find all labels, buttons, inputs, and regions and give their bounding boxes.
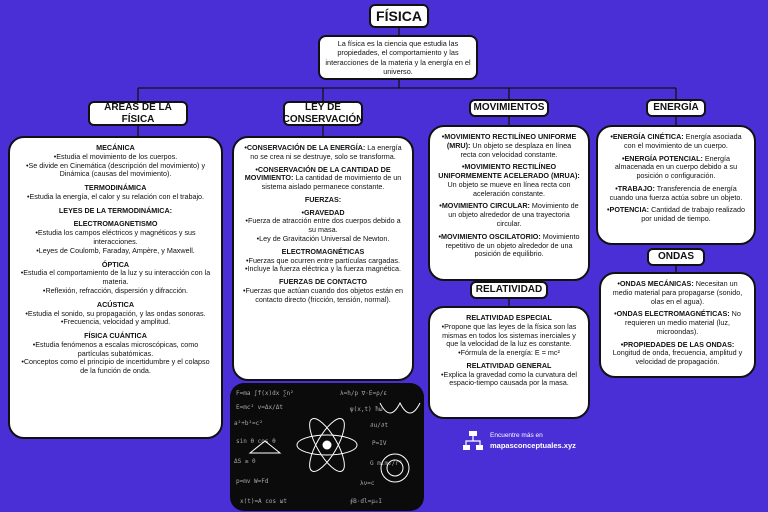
cinetica-text: Energía asociada con el movimiento de un… xyxy=(624,132,742,150)
mrua-label: •MOVIMIENTO RECTILÍNEO UNIFORMEMENTE ACE… xyxy=(438,162,580,181)
brand-footer[interactable]: Encuentre más en mapasconceptuales.xyz xyxy=(462,430,582,456)
ley-energia-text: La energía no se crea ni se destruye, so… xyxy=(250,143,402,161)
area-electro-title: ELECTROMAGNETISMO xyxy=(73,219,158,229)
brand-line1: Encuentre más en xyxy=(490,432,543,439)
area-acustica-1: •Estudia el sonido, su propagación, y la… xyxy=(25,308,206,318)
area-termo-1: •Estudia la energía, el calor y su relac… xyxy=(26,191,205,201)
cinetica-label: •ENERGÍA CINÉTICA: xyxy=(610,132,684,141)
formulas-illustration: F=ma ∫f(x)dx ∑n² λ=h/p ∇·E=ρ/ε E=mc² v=Δ… xyxy=(234,389,421,505)
area-mecanica-1: •Estudia el movimiento de los cuerpos. xyxy=(53,151,178,161)
svg-text:p=mv W=Fd: p=mv W=Fd xyxy=(236,478,269,485)
gravedad-title: •GRAVEDAD xyxy=(301,207,345,217)
svg-text:sin θ cos θ: sin θ cos θ xyxy=(236,438,276,445)
area-optica-title: ÓPTICA xyxy=(101,259,130,269)
gravedad-2: •Ley de Gravitación Universal de Newton. xyxy=(256,234,390,244)
area-termo-title: TERMODINÁMICA xyxy=(84,183,147,193)
ondas-prop-label: •PROPIEDADES DE LAS ONDAS: xyxy=(620,339,735,349)
ondas-prop-text: Longitud de onda, frecuencia, amplitud y… xyxy=(612,348,743,367)
area-acustica-title: ACÚSTICA xyxy=(96,299,135,309)
area-electro-2: •Leyes de Coulomb, Faraday, Ampère, y Ma… xyxy=(36,245,195,255)
card-energia: •ENERGÍA CINÉTICA: Energía asociada con … xyxy=(596,125,756,245)
svg-text:ΔS ≥ 0: ΔS ≥ 0 xyxy=(234,458,256,465)
trabajo-text: Transferencia de energía cuando una fuer… xyxy=(609,183,743,202)
contacto-1: •Fuerzas que actúan cuando dos objetos e… xyxy=(243,285,403,304)
area-mecanica-title: MECÁNICA xyxy=(96,143,135,152)
ondas-mecanicas-label: •ONDAS MECÁNICAS: xyxy=(617,279,694,288)
potencial-label: •ENERGÍA POTENCIAL: xyxy=(621,153,703,163)
area-optica-2: •Reflexión, refracción, dispersión y dif… xyxy=(42,285,189,295)
contacto-title: FUERZAS DE CONTACTO xyxy=(279,277,367,287)
oscilatorio-text: Movimiento repetitivo de un objeto alred… xyxy=(445,231,580,259)
electromagneticas-title: ELECTROMAGNÉTICAS xyxy=(281,246,365,256)
ondas-em-text: No requieren un medio material (luz, mic… xyxy=(624,309,741,336)
area-mecanica-2: •Se divide en Cinemática (descripción de… xyxy=(25,160,206,179)
relatividad-especial-1: •Propone que las leyes de la física son … xyxy=(441,321,577,349)
header-ondas: ONDAS xyxy=(647,248,705,266)
svg-text:a²+b²=c²: a²+b²=c² xyxy=(234,420,263,427)
header-areas: ÁREAS DE LA FÍSICA xyxy=(88,101,188,126)
mrua-text: Un objeto se mueve en línea recta con ac… xyxy=(447,179,571,198)
area-optica-1: •Estudia el comportamiento de la luz y s… xyxy=(20,268,211,287)
svg-text:∮B·dl=μ₀I: ∮B·dl=μ₀I xyxy=(350,498,382,505)
card-ondas: •ONDAS MECÁNICAS: Necesitan un medio mat… xyxy=(599,272,756,378)
area-acustica-2: •Frecuencia, velocidad y amplitud. xyxy=(60,317,171,327)
intro-text: La física es la ciencia que estudia las … xyxy=(318,35,478,80)
mru-text: Un objeto se desplaza en línea recta con… xyxy=(460,140,572,159)
relatividad-especial-title: RELATIVIDAD ESPECIAL xyxy=(466,313,552,322)
svg-text:ψ(x,t) ħω: ψ(x,t) ħω xyxy=(350,406,383,413)
area-cuantica-title: FÍSICA CUÁNTICA xyxy=(84,331,147,341)
svg-text:G m₁m₂/r²: G m₁m₂/r² xyxy=(370,460,403,467)
brand-line2[interactable]: mapasconceptuales.xyz xyxy=(490,441,576,450)
svg-text:F=ma ∫f(x)dx ∑n²: F=ma ∫f(x)dx ∑n² xyxy=(236,389,294,397)
circular-label: •MOVIMIENTO CIRCULAR: xyxy=(439,201,530,211)
ondas-mecanicas-text: Necesitan un medio material para propaga… xyxy=(612,279,743,306)
card-areas: MECÁNICA •Estudia el movimiento de los c… xyxy=(8,136,223,439)
physics-formulas-image: F=ma ∫f(x)dx ∑n² λ=h/p ∇·E=ρ/ε E=mc² v=Δ… xyxy=(230,383,424,511)
header-ley-conservacion: LEY DE CONSERVACIÓN xyxy=(282,101,364,126)
card-movimientos: •MOVIMIENTO RECTILÍNEO UNIFORME (MRU): U… xyxy=(428,125,590,281)
area-leyes-title: LEYES DE LA TERMODINÁMICA: xyxy=(58,205,173,215)
ley-cantidad-text: La cantidad de movimiento de un sistema … xyxy=(261,173,402,192)
oscilatorio-label: •MOVIMIENTO OSCILATORIO: xyxy=(438,231,541,241)
area-electro-1: •Estudia los campos eléctricos y magnéti… xyxy=(35,228,196,247)
ley-cantidad-label: •CONSERVACIÓN DE LA CANTIDAD DE MOVIMIEN… xyxy=(244,164,391,183)
trabajo-label: •TRABAJO: xyxy=(615,183,655,193)
svg-text:P=IV: P=IV xyxy=(372,440,387,447)
header-relatividad: RELATIVIDAD xyxy=(470,281,548,299)
potencial-text: Energía almacenada en un cuerpo debido a… xyxy=(614,153,738,181)
svg-text:∂u/∂t: ∂u/∂t xyxy=(370,422,388,429)
svg-text:E=mc² v=Δx/Δt: E=mc² v=Δx/Δt xyxy=(236,404,283,411)
card-ley-conservacion: •CONSERVACIÓN DE LA ENERGÍA: La energía … xyxy=(232,136,414,381)
gravedad-1: •Fuerza de atracción entre dos cuerpos d… xyxy=(245,216,401,235)
header-movimientos: MOVIMIENTOS xyxy=(469,99,549,117)
svg-text:λν=c: λν=c xyxy=(360,480,375,487)
ley-energia-label: •CONSERVACIÓN DE LA ENERGÍA: xyxy=(244,143,366,152)
electromagneticas-1: •Fuerzas que ocurren entre partículas ca… xyxy=(246,255,400,265)
relatividad-especial-2: •Fórmula de la energía: E = mc² xyxy=(458,348,560,358)
relatividad-general-title: RELATIVIDAD GENERAL xyxy=(466,360,552,370)
card-relatividad: RELATIVIDAD ESPECIAL •Propone que las le… xyxy=(428,306,590,419)
svg-text:x(t)=A cos ωt: x(t)=A cos ωt xyxy=(240,498,287,505)
relatividad-general-1: •Explica la gravedad como la curvatura d… xyxy=(441,369,577,388)
map-title: FÍSICA xyxy=(369,4,429,28)
ondas-em-label: •ONDAS ELECTROMAGNÉTICAS: xyxy=(614,309,730,319)
fuerzas-title: FUERZAS: xyxy=(304,194,342,204)
mru-label: •MOVIMIENTO RECTILÍNEO UNIFORME (MRU): xyxy=(441,132,577,150)
area-cuantica-1: •Estudia fenómenos a escalas microscópic… xyxy=(32,339,199,358)
mindmap-logo-icon xyxy=(463,431,483,450)
header-energia: ENERGÍA xyxy=(646,99,706,117)
circular-text: Movimiento de un objeto alrededor de una… xyxy=(448,201,579,229)
potencia-label: •POTENCIA: xyxy=(607,205,650,215)
area-cuantica-2: •Conceptos como el principio de incertid… xyxy=(21,357,210,376)
potencia-text: Cantidad de trabajo realizado por unidad… xyxy=(641,205,745,224)
svg-text:λ=h/p ∇·E=ρ/ε: λ=h/p ∇·E=ρ/ε xyxy=(340,390,387,397)
electromagneticas-2: •Incluye la fuerza eléctrica y la fuerza… xyxy=(245,264,401,274)
